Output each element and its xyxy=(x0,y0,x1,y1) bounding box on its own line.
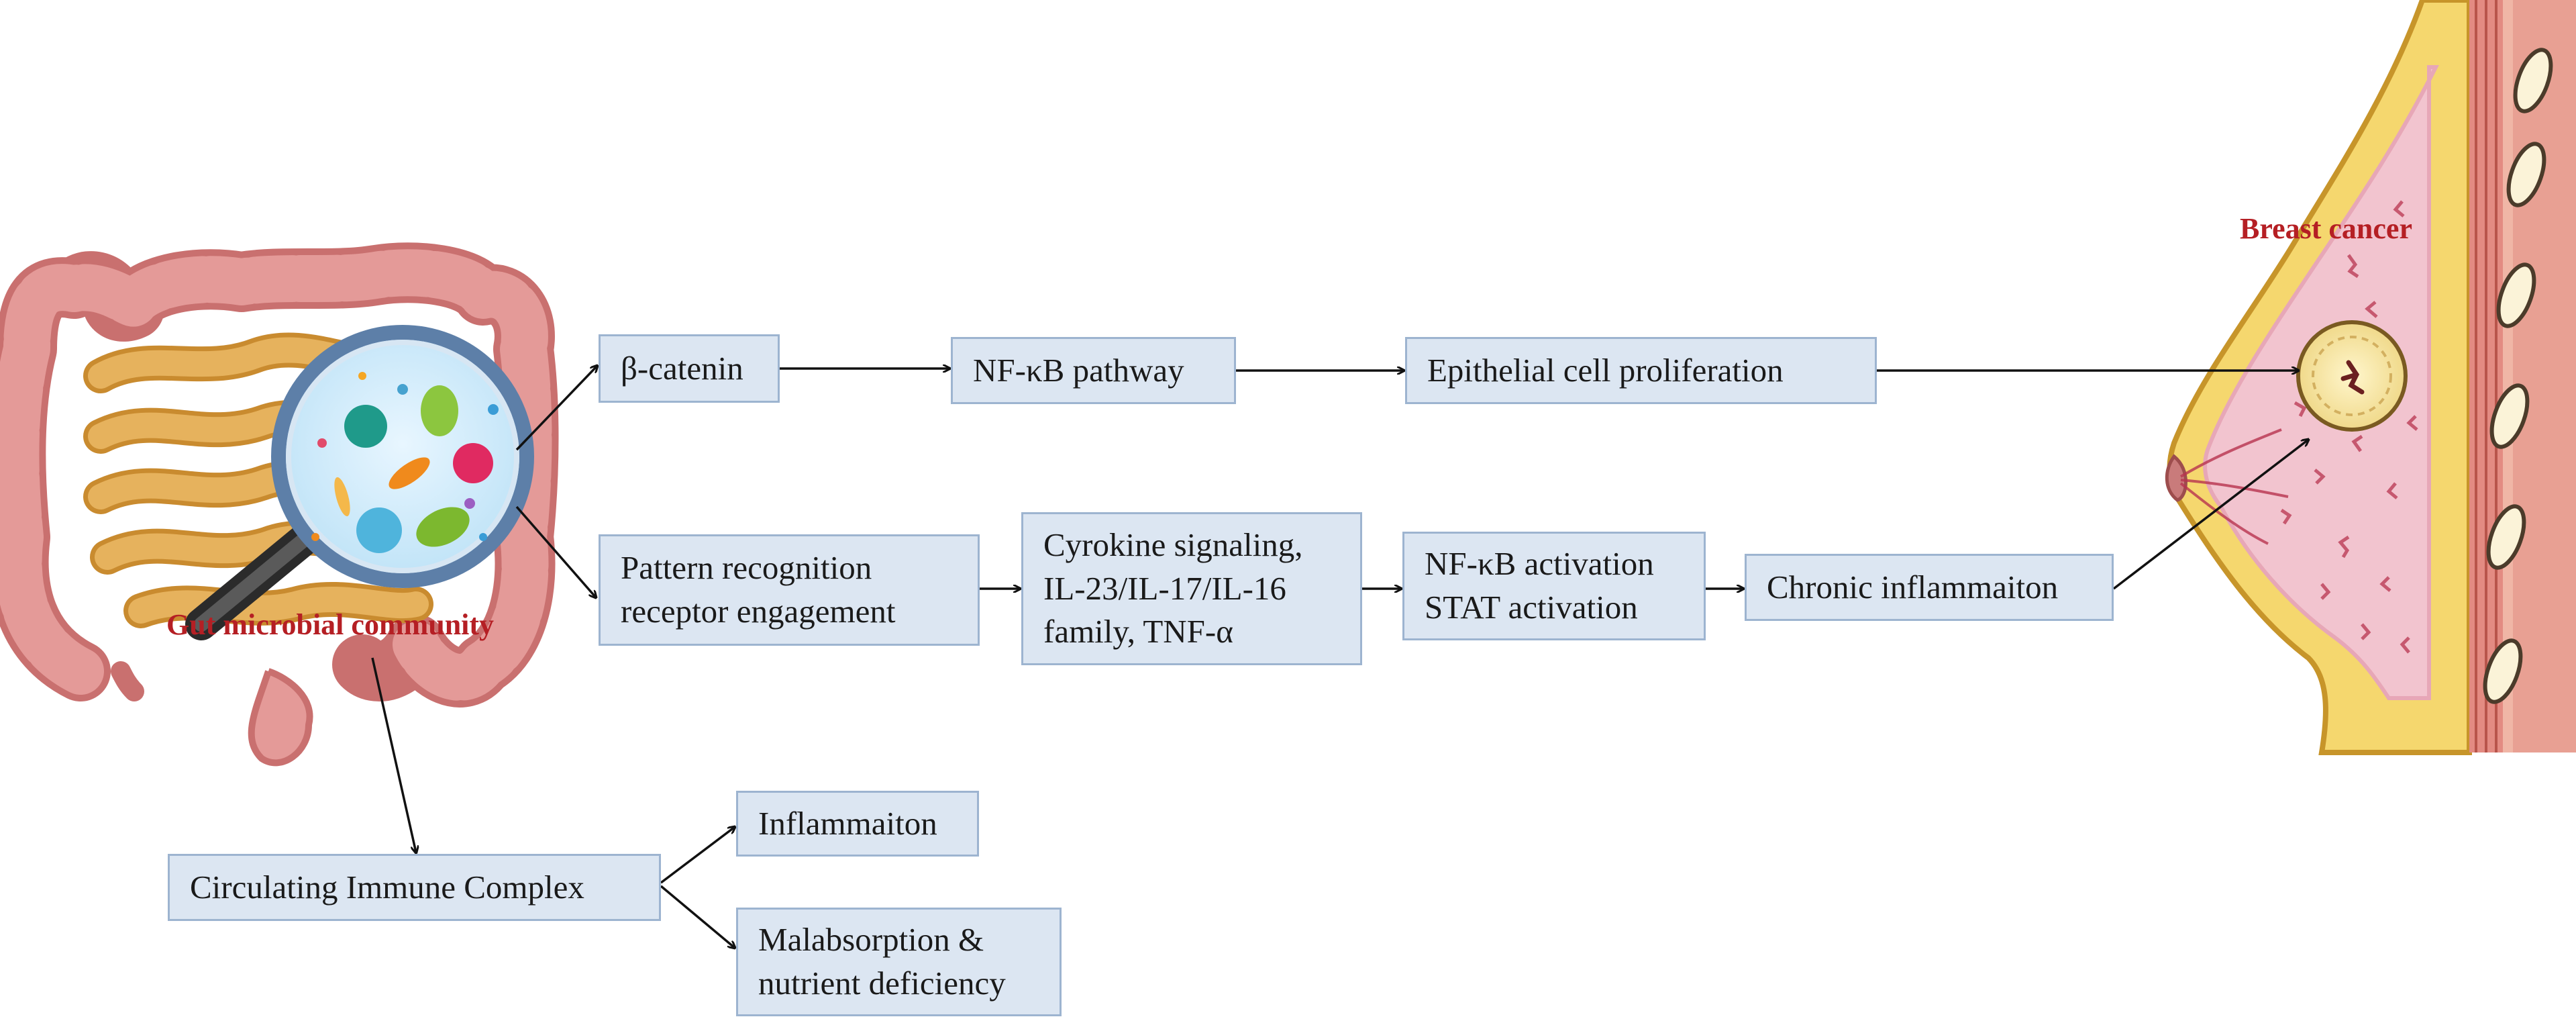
epithelial-proliferation-text: Epithelial cell proliferation xyxy=(1427,351,1784,389)
nfkb-act-line-1: NF-κB activation xyxy=(1425,545,1654,583)
epithelial-proliferation-box: Epithelial cell proliferation xyxy=(1405,337,1877,404)
inflammation-text: Inflammaiton xyxy=(758,804,937,842)
beta-catenin-box: β-catenin xyxy=(599,334,780,403)
malabsorption-box: Malabsorption & nutrient deficiency xyxy=(736,908,1062,1016)
prr-line-2: receptor engagement xyxy=(621,593,896,630)
cytokine-line-2: IL-23/IL-17/IL-16 xyxy=(1043,569,1286,607)
malabsorption-line-1: Malabsorption & xyxy=(758,921,984,959)
cytokine-signaling-box: Cyrokine signaling, IL-23/IL-17/IL-16 fa… xyxy=(1021,512,1362,665)
arrow-cic-to-inflammation xyxy=(660,827,735,884)
circulating-immune-complex-box: Circulating Immune Complex xyxy=(168,854,661,921)
chronic-inflammation-box: Chronic inflammaiton xyxy=(1745,554,2114,621)
arrows-layer xyxy=(371,366,2308,948)
prr-line-1: Pattern recognition xyxy=(621,549,872,587)
breast-illustration xyxy=(2165,0,2576,755)
cytokine-line-1: Cyrokine signaling, xyxy=(1043,526,1303,563)
nfkb-pathway-text: NF-κB pathway xyxy=(973,351,1184,389)
arrow-chronic-to-tumor xyxy=(2112,440,2308,590)
chronic-inflammation-text: Chronic inflammaiton xyxy=(1767,568,2059,605)
beta-catenin-text: β-catenin xyxy=(621,349,743,387)
gut-label: Gut microbial community xyxy=(166,608,495,641)
arrow-cic-to-malabsorption xyxy=(660,885,735,948)
malabsorption-line-2: nutrient deficiency xyxy=(758,965,1006,1002)
nfkb-activation-box: NF-κB activation STAT activation xyxy=(1402,532,1706,640)
arrow-gut-to-prr xyxy=(515,505,596,597)
arrow-gut-to-cic xyxy=(371,657,416,853)
cic-text: Circulating Immune Complex xyxy=(190,868,584,906)
arrow-gut-to-beta-catenin xyxy=(515,366,597,451)
tumor-icon xyxy=(2296,320,2408,432)
breast-cancer-label: Breast cancer xyxy=(2240,212,2412,245)
cytokine-line-3: family, TNF-α xyxy=(1043,613,1233,650)
nfkb-act-line-2: STAT activation xyxy=(1425,589,1638,626)
nfkb-pathway-box: NF-κB pathway xyxy=(951,337,1236,404)
magnifier-icon xyxy=(185,325,534,640)
microbe-icons xyxy=(311,372,499,553)
pattern-recognition-box: Pattern recognition receptor engagement xyxy=(599,534,980,646)
inflammation-box: Inflammaiton xyxy=(736,791,979,857)
